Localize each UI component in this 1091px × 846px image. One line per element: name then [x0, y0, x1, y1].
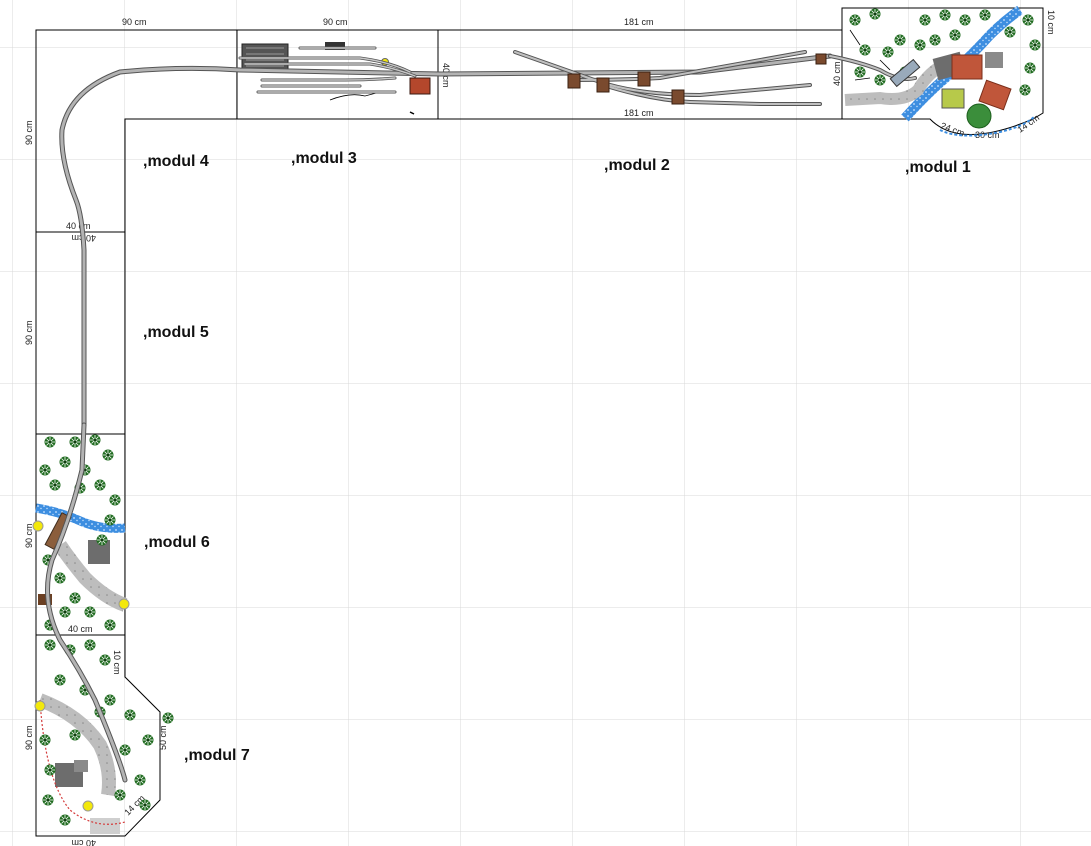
dim-m7-bottom: 40 cm	[71, 838, 96, 846]
dim-m7-right: 50 cm	[158, 725, 168, 750]
dim-m6-bottom: 40 cm	[68, 624, 93, 634]
bridge	[889, 58, 921, 88]
engine-shed	[325, 42, 345, 50]
building-red	[978, 79, 1012, 111]
dim-m2-bottom: 181 cm	[624, 108, 654, 118]
marker-yellow	[82, 800, 94, 812]
signal-box	[409, 77, 431, 95]
dim-m4-side: 90 cm	[24, 120, 34, 145]
module-1-scenery	[844, 5, 1041, 137]
dim-m7-top-right: 10 cm	[112, 650, 122, 675]
river	[901, 5, 1023, 122]
turnout-markers	[567, 53, 827, 105]
road	[54, 541, 128, 612]
signal-box	[38, 594, 52, 605]
module-6-scenery	[32, 434, 130, 631]
dim-m6-side: 90 cm	[24, 523, 34, 548]
module-label-3: ,modul 3	[291, 150, 357, 167]
round-tree	[966, 103, 992, 129]
module-7-outline	[35, 634, 161, 837]
platform	[90, 818, 120, 834]
module-label-7: ,modul 7	[184, 747, 250, 764]
river	[35, 503, 126, 533]
dim-m3-top: 90 cm	[323, 17, 348, 27]
dim-m4-top: 90 cm	[122, 17, 147, 27]
track-mainline	[60, 54, 832, 427]
marker-yellow	[32, 520, 44, 532]
module-label-1: ,modul 1	[905, 159, 971, 176]
dim-m1-bottom: 30 cm	[975, 130, 1000, 140]
road	[939, 115, 1036, 137]
building-grey	[88, 540, 110, 564]
marker-yellow	[34, 700, 46, 712]
module-label-5: ,modul 5	[143, 324, 209, 341]
dim-m1-left: 40 cm	[832, 61, 842, 86]
dim-m1-right: 10 cm	[1046, 10, 1056, 35]
dim-m5-side: 90 cm	[24, 320, 34, 345]
module-label-4: ,modul 4	[143, 153, 209, 170]
building-red	[951, 54, 983, 80]
red-dotted-line	[39, 699, 126, 825]
marker-yellow	[118, 598, 130, 610]
shed	[985, 52, 1003, 68]
module-7-scenery	[34, 639, 174, 834]
dim-m4-bottom: 40 cm	[66, 221, 91, 231]
road	[37, 693, 116, 797]
building-yellow	[941, 88, 965, 109]
module-label-6: ,modul 6	[144, 534, 210, 551]
dim-m7-side: 90 cm	[24, 725, 34, 750]
building-grey	[74, 760, 88, 772]
track-mainline	[46, 423, 127, 782]
module-label-2: ,modul 2	[604, 157, 670, 174]
dim-m2-top: 181 cm	[624, 17, 654, 27]
